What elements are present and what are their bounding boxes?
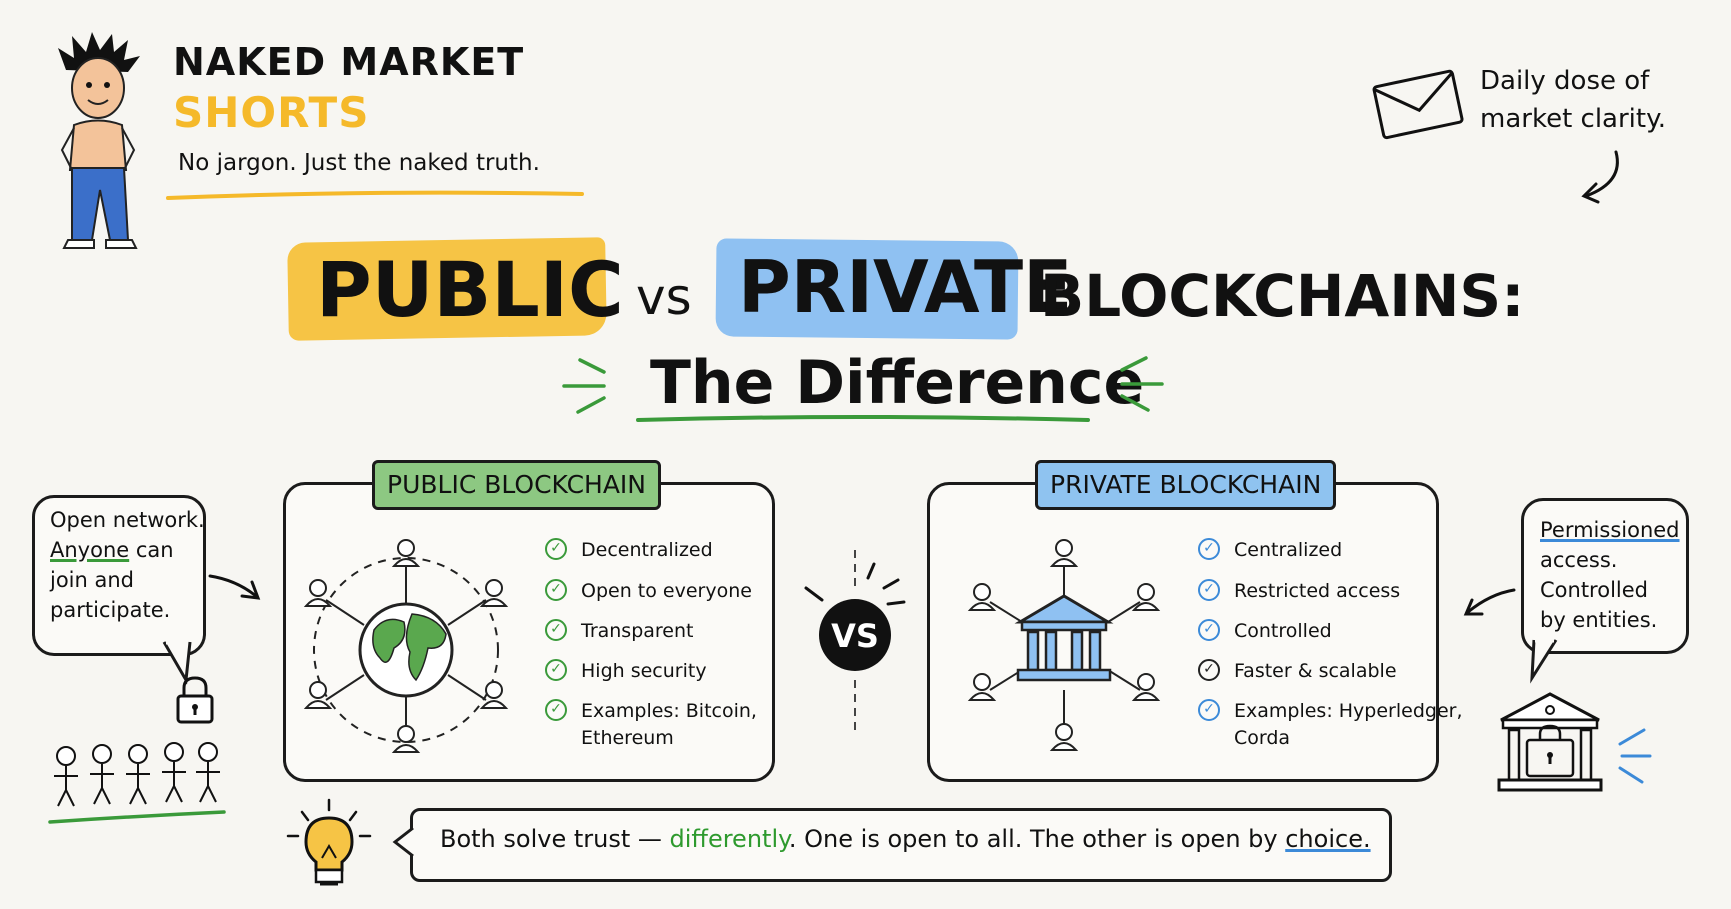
summary-text: Both solve trust — differently. One is o… <box>440 825 1371 853</box>
anyone-word: Anyone <box>50 538 130 562</box>
right-note-line-2: access. <box>1540 548 1618 572</box>
left-note-line-4: participate. <box>50 598 171 622</box>
bubble-tail <box>1530 637 1558 684</box>
summary-differently: differently <box>669 825 789 853</box>
title-private: PRIVATE <box>738 245 1073 329</box>
public-feature-1: Decentralized <box>581 539 713 561</box>
daily-line-1: Daily dose of <box>1480 66 1650 96</box>
left-note-line-2: Anyone can <box>50 535 205 565</box>
check-icon: ✓ <box>1198 619 1220 641</box>
left-note-bubble <box>32 495 206 656</box>
right-note-line-4: by entities. <box>1540 608 1658 632</box>
vs-badge <box>804 550 906 735</box>
check-icon: ✓ <box>1198 699 1220 721</box>
arrow-left-icon <box>1463 588 1516 616</box>
brand-name: NAKED MARKET <box>173 40 525 84</box>
private-feature-5: Examples: Hyperledger, <box>1234 700 1463 722</box>
left-note-text: Open network. Anyone can join and partic… <box>50 505 205 625</box>
bubble-tail <box>162 639 192 685</box>
title-public: PUBLIC <box>316 245 624 334</box>
tagline-underline <box>166 190 584 200</box>
private-feature-2: Restricted access <box>1234 580 1401 602</box>
bank-lock-icon <box>1497 692 1603 792</box>
permissioned-word: Permissioned <box>1540 518 1680 542</box>
public-blockchain-label: PUBLIC BLOCKCHAIN <box>372 460 662 510</box>
check-icon: ✓ <box>545 659 567 681</box>
public-feature-5: Examples: Bitcoin, <box>581 700 757 722</box>
emphasis-marks-left <box>562 358 606 414</box>
left-note-line-2-rest: can <box>129 538 174 562</box>
private-feature-5-cont: Corda <box>1234 727 1291 749</box>
summary-part-1: Both solve trust — <box>440 825 670 853</box>
right-note-line-3: Controlled <box>1540 578 1648 602</box>
check-icon: ✓ <box>1198 579 1220 601</box>
title-blockchains: BLOCKCHAINS: <box>1040 262 1525 330</box>
emphasis-marks-blue <box>1618 728 1652 784</box>
padlock-icon <box>176 676 214 724</box>
public-feature-4: High security <box>581 660 707 682</box>
public-feature-3: Transparent <box>581 620 694 642</box>
left-note-line-1: Open network. <box>50 508 205 532</box>
check-icon: ✓ <box>545 579 567 601</box>
check-icon: ✓ <box>545 619 567 641</box>
summary-box-pointer <box>392 826 414 858</box>
check-icon: ✓ <box>545 538 567 560</box>
check-icon: ✓ <box>1198 659 1220 681</box>
subtitle: The Difference <box>650 348 1145 418</box>
summary-part-3: . One is open to all. The other is open … <box>788 825 1286 853</box>
public-feature-5-cont: Ethereum <box>581 727 674 749</box>
check-icon: ✓ <box>545 699 567 721</box>
private-feature-1: Centralized <box>1234 539 1343 561</box>
subtitle-underline <box>636 415 1090 422</box>
right-note-text: Permissioned access. Controlled by entit… <box>1540 515 1680 635</box>
check-icon: ✓ <box>1198 538 1220 560</box>
mascot-boy-icon <box>58 32 140 249</box>
vs-label: VS <box>831 617 879 655</box>
right-note-bubble <box>1521 498 1689 654</box>
daily-line-2: market clarity. <box>1480 104 1667 134</box>
curved-arrow-icon <box>1581 150 1619 204</box>
public-feature-2: Open to everyone <box>581 580 752 602</box>
crowd-icon <box>48 742 226 824</box>
summary-choice: choice. <box>1285 825 1371 853</box>
bank-network-icon <box>967 539 1161 751</box>
private-blockchain-label: PRIVATE BLOCKCHAIN <box>1035 460 1337 510</box>
summary-box <box>410 808 1392 882</box>
title-vs: vs <box>636 268 692 326</box>
brand-tagline: No jargon. Just the naked truth. <box>178 150 540 176</box>
daily-text: Daily dose of market clarity. <box>1480 62 1700 138</box>
emphasis-marks-right <box>1120 356 1164 412</box>
globe-network-icon <box>303 539 509 753</box>
envelope-icon <box>1372 69 1464 140</box>
arrow-right-icon <box>208 574 261 600</box>
left-note-line-3: join and <box>50 568 135 592</box>
lightbulb-icon <box>286 798 372 886</box>
brand-shorts: SHORTS <box>173 88 370 137</box>
private-feature-4: Faster & scalable <box>1234 660 1397 682</box>
private-feature-3: Controlled <box>1234 620 1332 642</box>
private-panel <box>927 482 1439 782</box>
